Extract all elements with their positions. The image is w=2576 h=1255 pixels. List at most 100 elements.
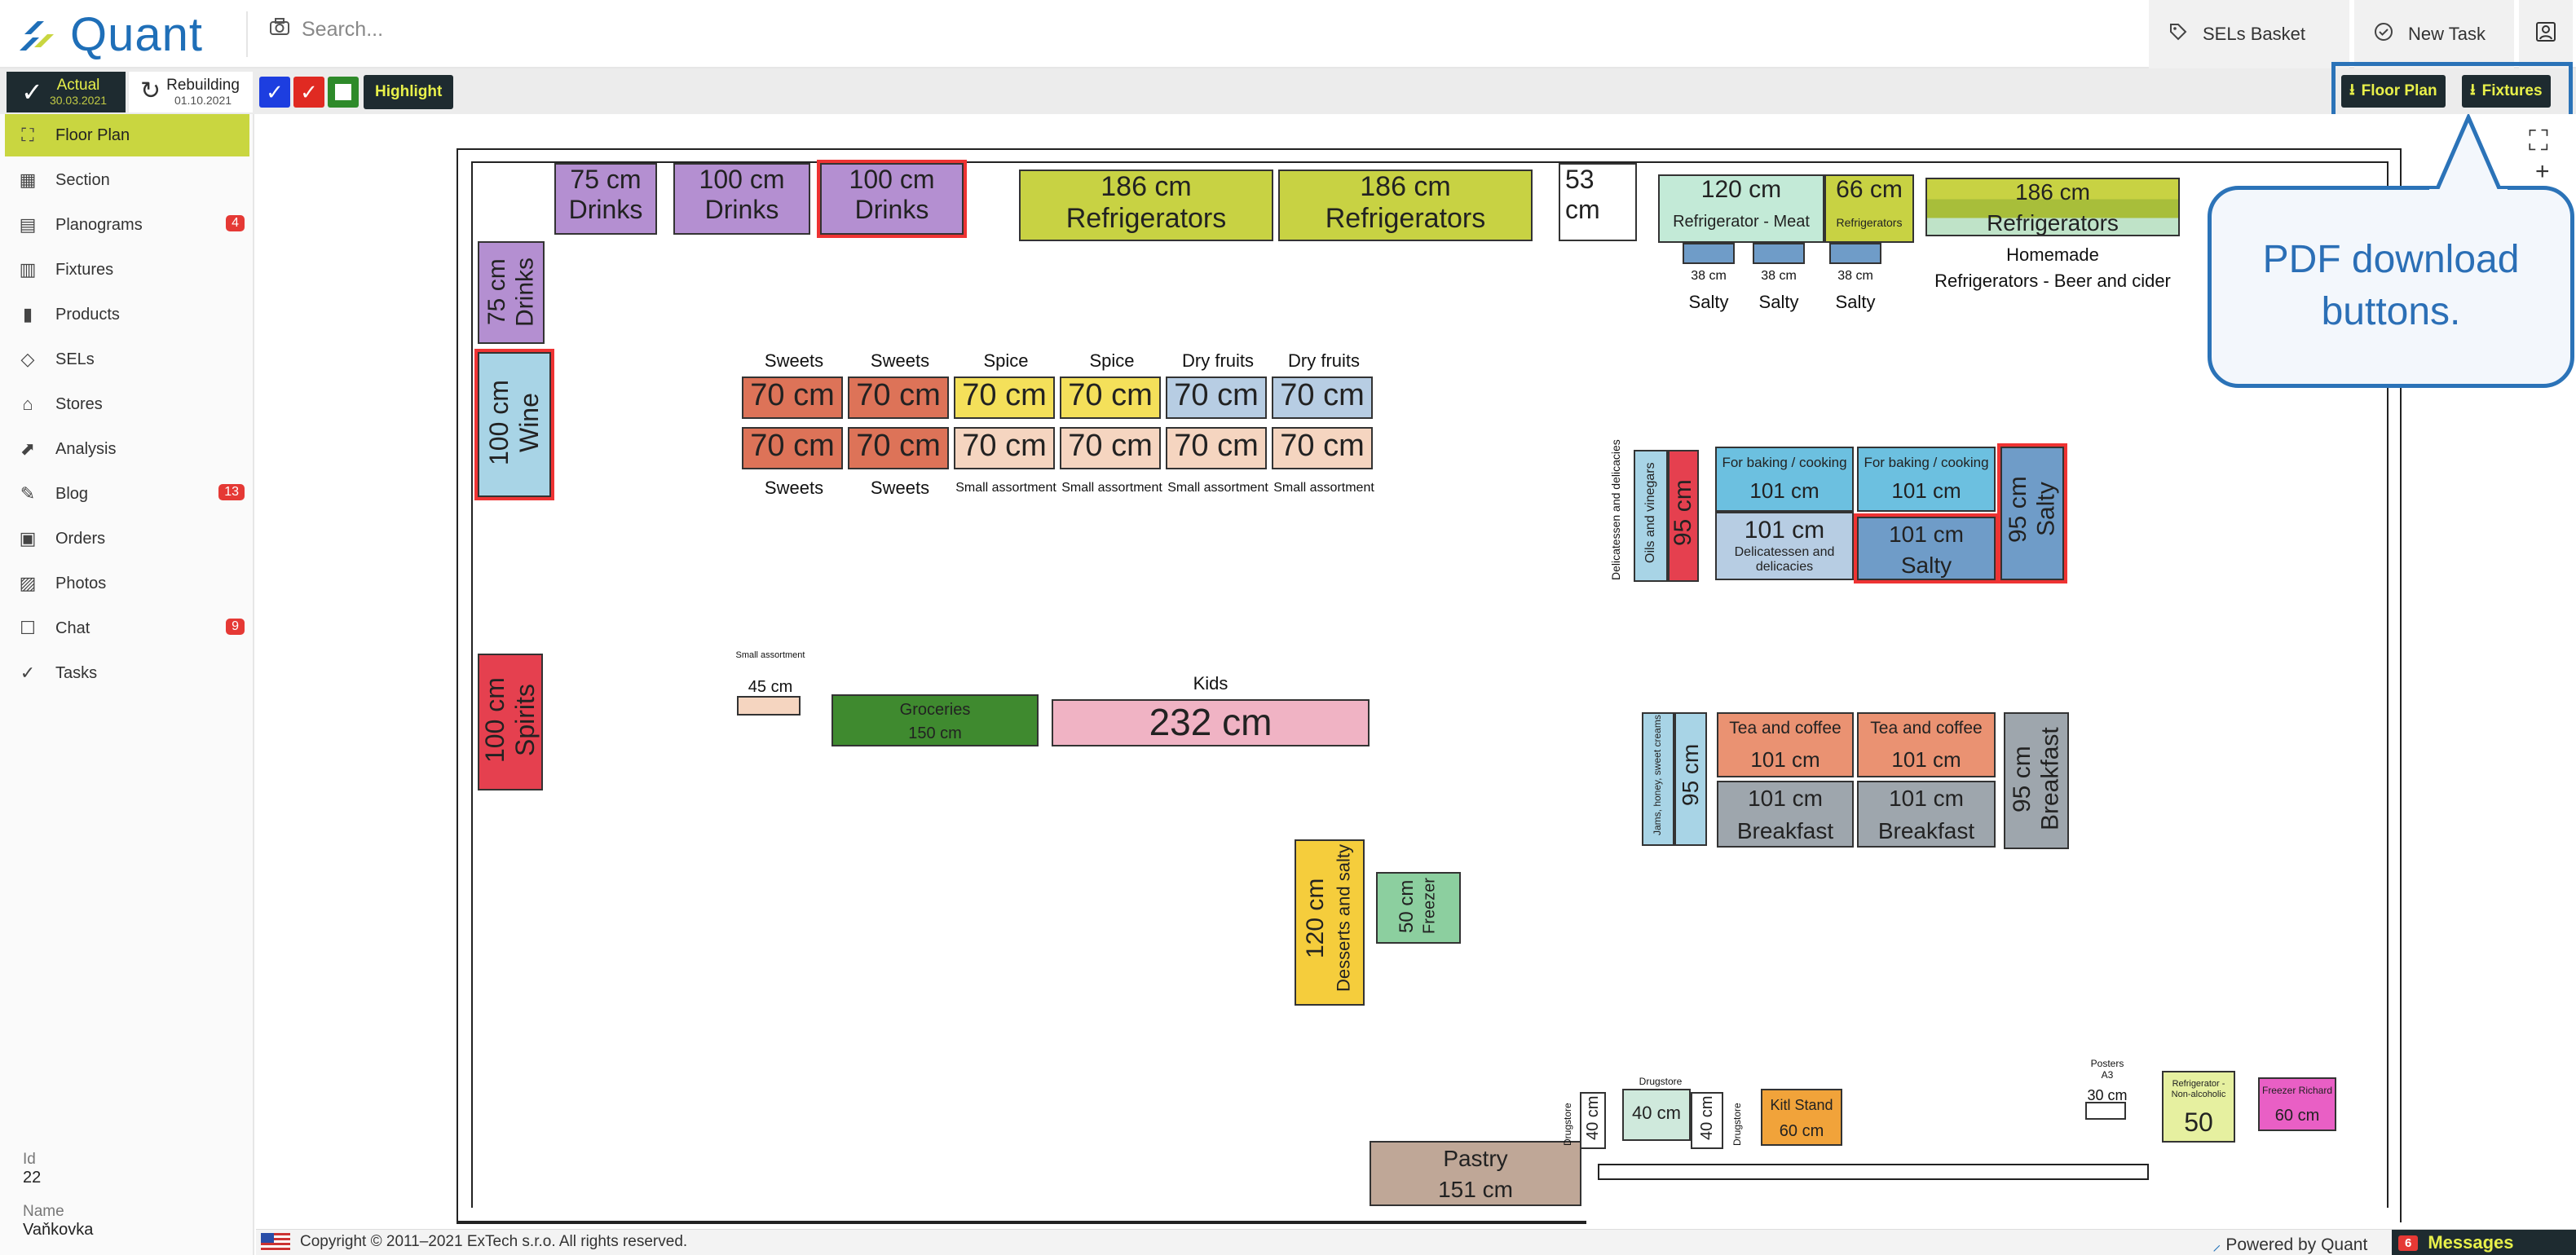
sidebar-item-section[interactable]: ▦Section bbox=[5, 159, 249, 201]
fixture-small-assortment-45[interactable] bbox=[737, 696, 801, 716]
sidebar-item-products[interactable]: ▮Products bbox=[5, 293, 249, 336]
fixture-dry-fruits-1[interactable]: 70 cm bbox=[1166, 376, 1267, 419]
filter-blue-checkbox[interactable]: ✓ bbox=[259, 77, 290, 108]
fixture-drinks-vertical[interactable]: 75 cm Drinks bbox=[478, 241, 545, 344]
fixture-posters-a3[interactable] bbox=[2085, 1102, 2126, 1120]
fixture-name: Drinks bbox=[568, 194, 643, 224]
fixture-spirits[interactable]: 100 cm Spirits bbox=[478, 654, 543, 790]
fixtures-pdf-button[interactable]: ⭳Fixtures bbox=[2462, 75, 2551, 108]
fixture-sweets-bottom-1[interactable]: 70 cm bbox=[742, 427, 843, 469]
fixture-salty-38-1[interactable] bbox=[1683, 243, 1735, 264]
fixture-spice-2[interactable]: 70 cm bbox=[1060, 376, 1161, 419]
version-tab-rebuilding[interactable]: ↻ Rebuilding 01.10.2021 bbox=[129, 72, 253, 112]
floor-plan-pdf-button[interactable]: ⭳Floor Plan bbox=[2341, 75, 2446, 108]
fixture-drugstore-3[interactable]: 40 cm bbox=[1691, 1092, 1723, 1149]
fixture-breakfast-95[interactable]: 95 cm Breakfast bbox=[2004, 712, 2069, 849]
user-button[interactable] bbox=[2519, 0, 2573, 68]
sels-basket-button[interactable]: SELs Basket bbox=[2149, 0, 2349, 68]
fit-screen-icon[interactable]: ⛶ bbox=[2529, 126, 2548, 156]
fixture-dry-fruits-2[interactable]: 70 cm bbox=[1272, 376, 1373, 419]
sidebar-item-tasks[interactable]: ✓Tasks bbox=[5, 652, 249, 694]
fixture-small-assortment-2[interactable]: 70 cm bbox=[1060, 427, 1161, 469]
fixture-jams[interactable]: Jams, honey, sweet creams bbox=[1642, 712, 1674, 846]
actual-date: 30.03.2021 bbox=[49, 94, 108, 107]
messages-button[interactable]: 6 Messages bbox=[2392, 1230, 2576, 1255]
sels-basket-label: SELs Basket bbox=[2203, 24, 2305, 44]
fixture-sweets-bottom-2[interactable]: 70 cm bbox=[848, 427, 949, 469]
sidebar-item-analysis[interactable]: ⬈Analysis bbox=[5, 428, 249, 470]
camera-icon[interactable] bbox=[269, 18, 290, 42]
quant-logo[interactable]: Quant bbox=[16, 8, 203, 61]
fixture-salty-38-3[interactable] bbox=[1829, 243, 1881, 264]
fixture-small-assortment-4[interactable]: 70 cm bbox=[1272, 427, 1373, 469]
fixture-sweets-top-1[interactable]: 70 cm bbox=[742, 376, 843, 419]
sidebar-item-label: Analysis bbox=[55, 439, 117, 458]
fixture-label: Drugstore bbox=[1731, 1103, 1743, 1147]
sidebar-item-sels[interactable]: ◇SELs bbox=[5, 338, 249, 381]
fixture-small-assortment-3[interactable]: 70 cm bbox=[1166, 427, 1267, 469]
quant-logo-icon: ⸝ bbox=[2212, 1235, 2221, 1254]
zoom-in-button[interactable]: + bbox=[2535, 158, 2550, 185]
fixture-freezer-50[interactable]: 50 cm Freezer bbox=[1376, 872, 1461, 944]
fixture-sweets-top-2[interactable]: 70 cm bbox=[848, 376, 949, 419]
sidebar-item-orders[interactable]: ▣Orders bbox=[5, 517, 249, 560]
fixture-wine[interactable]: 100 cm Wine bbox=[474, 349, 554, 500]
powered-by-text[interactable]: ⸝ Powered by Quant bbox=[2212, 1233, 2367, 1255]
fixture-kids[interactable]: 232 cm bbox=[1052, 699, 1370, 746]
fixture-95cm-red[interactable]: 95 cm bbox=[1668, 450, 1699, 582]
search-input[interactable]: Search... bbox=[302, 18, 384, 41]
fixture-oils-vinegars[interactable]: Oils and vinegars bbox=[1634, 450, 1668, 582]
fixture-salty-38-2[interactable] bbox=[1753, 243, 1805, 264]
fixture-name: Refrigerators bbox=[1065, 203, 1227, 235]
floor-plan-canvas[interactable] bbox=[256, 114, 2576, 1229]
new-task-button[interactable]: New Task bbox=[2354, 0, 2514, 68]
fixture-small-assortment-1[interactable]: 70 cm bbox=[954, 427, 1055, 469]
highlight-button[interactable]: Highlight bbox=[364, 75, 454, 109]
fixture-size: 60 cm bbox=[2274, 1106, 2320, 1125]
version-tab-actual[interactable]: ✓ Actual 30.03.2021 bbox=[7, 72, 126, 112]
fixture-jams-95[interactable]: 95 cm bbox=[1674, 712, 1707, 846]
sidebar-item-photos[interactable]: ▨Photos bbox=[5, 562, 249, 605]
filter-red-checkbox[interactable]: ✓ bbox=[293, 77, 324, 108]
fixture-desserts[interactable]: 120 cm Desserts and salty bbox=[1295, 839, 1365, 1006]
us-flag-icon[interactable] bbox=[261, 1233, 290, 1251]
sidebar-item-label: Photos bbox=[55, 574, 107, 592]
fixture-spice-1[interactable]: 70 cm bbox=[954, 376, 1055, 419]
sidebar-item-stores[interactable]: ⌂Stores bbox=[5, 383, 249, 425]
fixture-drugstore-2[interactable]: 40 cm bbox=[1622, 1089, 1691, 1141]
sidebar-item-floor-plan[interactable]: ⛶Floor Plan bbox=[5, 114, 249, 156]
bottom-wall-right bbox=[1598, 1164, 2149, 1180]
sidebar-item-fixtures[interactable]: ▥Fixtures bbox=[5, 249, 249, 291]
fixture-salty-95[interactable]: 95 cm Salty bbox=[1997, 443, 2067, 583]
fixture-drugstore-1[interactable]: 40 cm bbox=[1580, 1092, 1606, 1149]
fixture-name: Tea and coffee bbox=[1729, 719, 1842, 738]
fixture-53cm[interactable]: 53 cm bbox=[1559, 163, 1637, 241]
fixture-name: Refrigerator - Meat bbox=[1673, 212, 1810, 231]
search-box[interactable]: Search... bbox=[269, 18, 383, 42]
filter-green-checkbox[interactable] bbox=[328, 77, 359, 108]
